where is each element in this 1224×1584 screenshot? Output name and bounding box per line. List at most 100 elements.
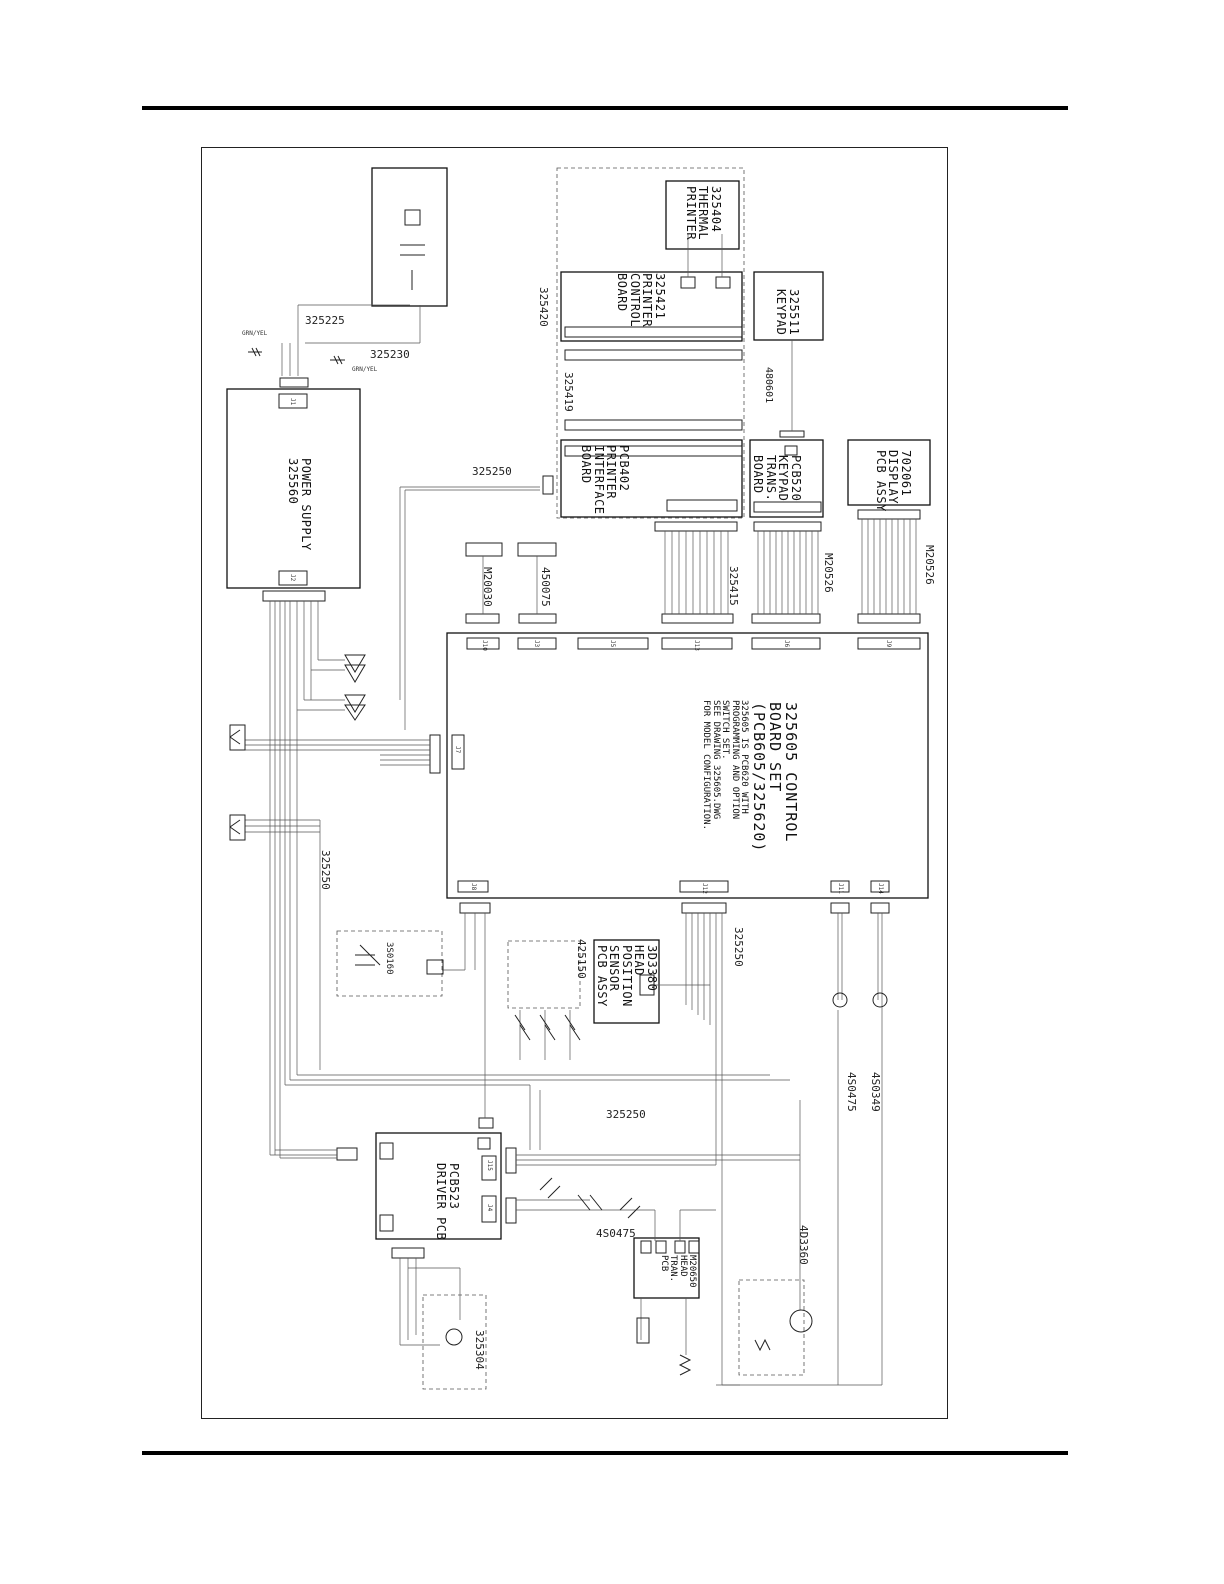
thermal-printer-box [665, 180, 740, 250]
motor-symbol [445, 1328, 463, 1346]
head-trans-label: M20650 HEAD TRAN. PCB [658, 1255, 697, 1288]
pcb520-connector-j2 [784, 445, 798, 456]
part-325415: 325415 [727, 566, 740, 606]
connector-j12: J12 [701, 883, 708, 894]
bottom-rule [142, 1451, 1068, 1455]
relay-block [426, 959, 444, 975]
part-325250-a: 325250 [472, 465, 512, 478]
part-450075-block [517, 542, 557, 557]
keypad-trans-box [749, 439, 824, 518]
printer-control-box [560, 271, 743, 342]
fan-symbol-2 [344, 694, 366, 721]
driver-pcb-label: PCB523 DRIVER PCB [434, 1163, 461, 1241]
j7-header [429, 734, 441, 774]
part-325420: 325420 [537, 287, 550, 327]
power-supply-box [226, 388, 361, 589]
p6-header [751, 613, 821, 624]
driver-connector-j5 [379, 1214, 394, 1232]
part-325225: 325225 [305, 314, 345, 327]
display-p1 [857, 509, 921, 520]
wire-grn-yel-b: GRN/YEL [352, 366, 378, 373]
pcb402-cn3 [654, 521, 738, 532]
driver-header-p1 [336, 1147, 358, 1161]
interlock-switch [355, 944, 381, 966]
printer-interface-label: PCB402 PRINTER INTERFACE BOARD [579, 445, 631, 515]
pcb402-connector-cn1 [564, 445, 743, 457]
j1-header [262, 590, 326, 602]
ctrl-connector-j5 [577, 637, 649, 650]
ctrl-connector-j12 [679, 880, 729, 893]
connector-j13: J13 [693, 640, 700, 651]
connector-j4: J4 [486, 1204, 493, 1212]
reed-switch-1 [539, 1177, 561, 1199]
driver-pcb-box [375, 1132, 502, 1240]
ctrl-connector-j7 [451, 734, 465, 770]
ctrl-connector-j11 [830, 880, 850, 893]
part-4S0349: 4S0349 [869, 1072, 882, 1112]
ctrl-connector-j14 [870, 880, 890, 893]
ctrl-connector-j13 [661, 637, 733, 650]
driver-connector-j1 [477, 1137, 491, 1150]
head-position-label: 3D3380 HEAD POSITION SENSOR PCB ASSY [594, 945, 659, 1007]
switch-symbol-1 [229, 724, 246, 751]
p12-header [681, 902, 727, 914]
pcb421-connector-cn3 [564, 326, 743, 338]
head-trans-box [633, 1237, 700, 1299]
printer-control-label: 325421 PRINTER CONTROL BOARD [615, 273, 667, 328]
connector-j3: J3 [533, 640, 540, 648]
p13-header [661, 613, 734, 624]
opto-sensor-2 [577, 1194, 603, 1211]
part-4D3360: 4D3360 [797, 1225, 810, 1265]
sensor-4S0475-coil [832, 992, 848, 1008]
connector-j1: J1 [289, 398, 296, 406]
fan-symbol-1 [344, 654, 366, 683]
driver-header-p1b [478, 1117, 494, 1129]
p9-header [857, 613, 921, 624]
power-supply-label: POWER SUPPLY 325560 [286, 458, 313, 551]
display-box [847, 439, 931, 506]
driver-header-p3 [505, 1147, 517, 1174]
control-board-note: 325605 IS PCB620 WITH PROGRAMMING AND OP… [701, 700, 749, 831]
sensor-4S0349-coil [872, 992, 888, 1008]
part-425150: 425150 [575, 939, 588, 979]
head-trans-connector-j4 [688, 1240, 700, 1254]
part-325250-b: 325250 [319, 850, 332, 890]
keypad-trans-label: PCB520 KEYPAD TRANS. BOARD [751, 455, 803, 502]
connector-j14: J14 [877, 883, 884, 894]
part-4S0475-b: 4S0475 [845, 1072, 858, 1112]
part-M20526-a: M20526 [822, 553, 835, 593]
ground-symbol-1 [248, 347, 262, 357]
schematic-frame [201, 147, 948, 1419]
ctrl-connector-j3 [517, 637, 557, 650]
keypad-p1 [779, 430, 805, 438]
connector-j11: J11 [837, 883, 844, 894]
p11-header [830, 902, 850, 914]
head-position-box [593, 939, 660, 1024]
keypad-box [753, 271, 824, 341]
ac-input-header [279, 377, 309, 388]
thermistor-symbol [678, 1354, 692, 1376]
p10-header [465, 613, 500, 624]
part-325304: 325304 [473, 1330, 486, 1370]
pcb421-connector-cn1 [680, 276, 696, 289]
connector-j8: J8 [470, 883, 477, 891]
pcb402-connector-cn2 [666, 499, 738, 512]
pcb520-p1 [753, 521, 822, 532]
motor-outline [422, 1294, 487, 1390]
connector-j15: J15 [486, 1160, 493, 1171]
head-trans-connector-j1 [655, 1240, 667, 1254]
pcb520-connector-j1 [753, 501, 822, 513]
ground-symbol-2 [330, 355, 345, 365]
connector-j2: J2 [289, 574, 296, 582]
driver-header-p5 [391, 1247, 425, 1259]
heater-element [754, 1338, 771, 1352]
driver-connector-j4 [481, 1195, 497, 1223]
part-4S0475-a: 4S0475 [596, 1227, 636, 1240]
connector-j7: J7 [454, 746, 461, 754]
interlock-outline [336, 930, 443, 997]
driver-header-p4 [505, 1197, 517, 1224]
p3-header [518, 613, 557, 624]
driver-connector-j2 [379, 1142, 394, 1160]
printer-assy-outline [556, 167, 745, 519]
thermal-printer-label: 325404 THERMAL PRINTER [683, 186, 723, 241]
